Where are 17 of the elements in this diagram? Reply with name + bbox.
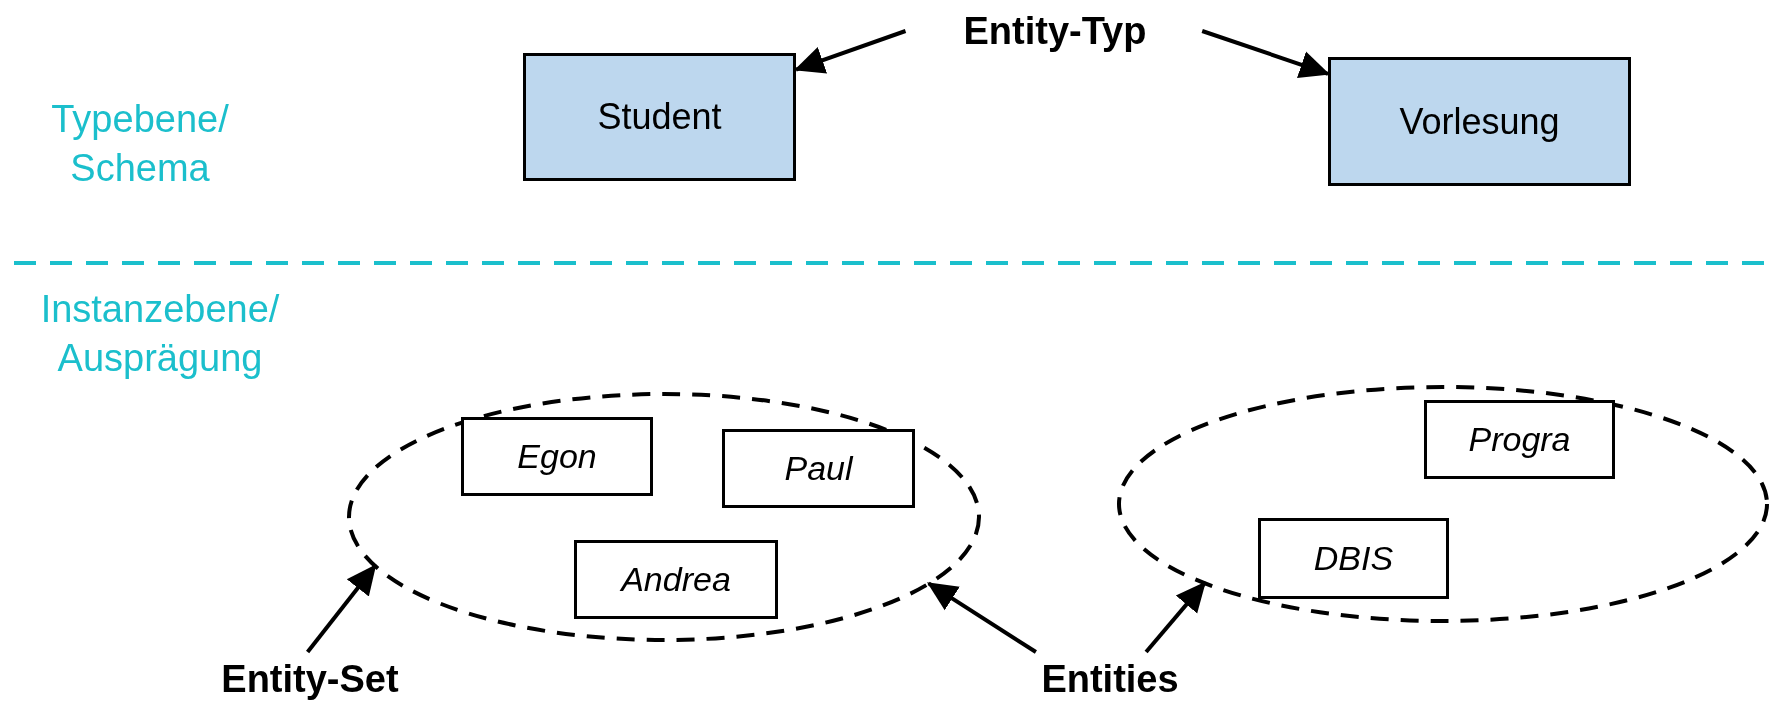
level-label: Instanzebene/ Ausprägung: [39, 287, 281, 382]
entity-box: Egon: [461, 417, 653, 496]
entity-type-box: Vorlesung: [1328, 57, 1631, 186]
entity-box: Paul: [722, 429, 915, 508]
entity-box: DBIS: [1258, 518, 1449, 599]
annotation-text: Entities: [1041, 657, 1179, 701]
entity-type-box: Student: [523, 53, 796, 181]
entity-box: Progra: [1424, 400, 1615, 479]
arrow: [1144, 581, 1207, 654]
arrow: [926, 581, 1037, 654]
arrow: [794, 29, 907, 74]
entity-box: Andrea: [574, 540, 778, 619]
annotation-text: Entity-Set: [221, 657, 399, 701]
level-label: Typebene/ Schema: [50, 97, 230, 192]
annotation-text: Entity-Typ: [963, 9, 1147, 53]
arrow: [1201, 29, 1330, 78]
arrow: [306, 564, 377, 654]
